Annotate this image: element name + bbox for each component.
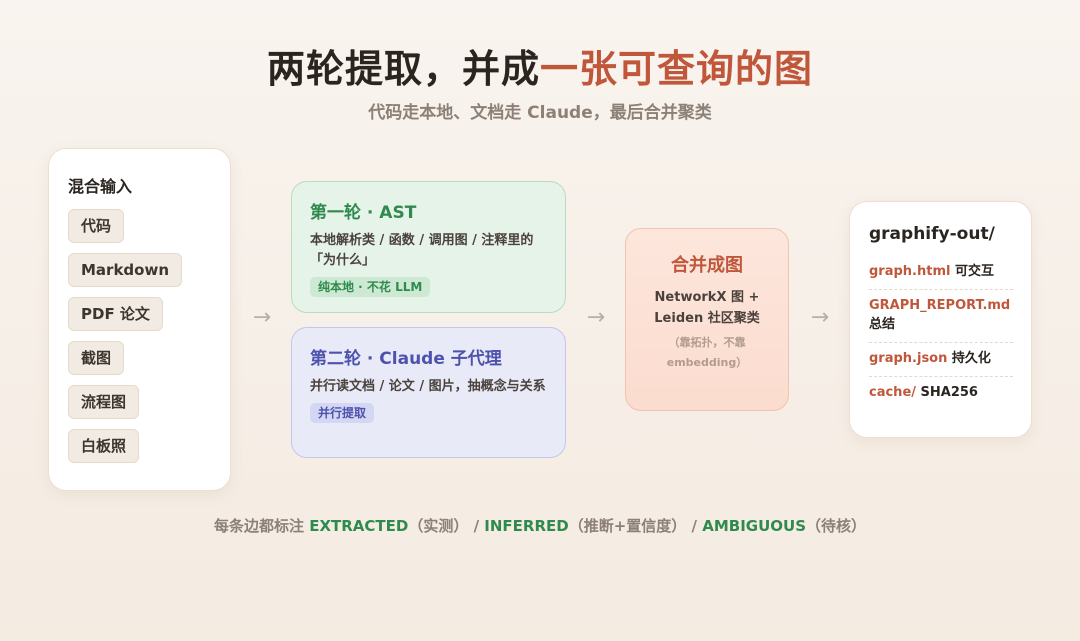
output-file-name: GRAPH_REPORT.md [869,298,1011,313]
input-chip-pdf: PDF 论文 [68,297,163,331]
note-ambiguous: （待核） [806,517,867,535]
input-chip-markdown: Markdown [68,253,183,287]
page-title: 两轮提取，并成一张可查询的图 [0,38,1080,93]
note-inferred: （推断+置信度） / [568,517,703,535]
output-card: graphify-out/ graph.html 可交互 GRAPH_REPOR… [849,201,1032,438]
output-file-desc: 持久化 [947,351,991,366]
footer-prefix: 每条边都标注 [213,517,310,535]
merge-box: 合并成图 NetworkX 图 + Leiden 社区聚类 （靠拓扑，不靠 em… [625,228,789,411]
note-extracted: （实测） / [408,517,485,535]
footer-legend: 每条边都标注 EXTRACTED（实测） / INFERRED（推断+置信度） … [0,515,1080,536]
output-file-name: graph.html [869,264,951,279]
page-subtitle: 代码走本地、文档走 Claude，最后合并聚类 [368,103,712,123]
output-file-desc: SHA256 [916,385,978,400]
round-one-title: 第一轮 · AST [310,203,417,223]
title-plain: 两轮提取，并成 [266,47,540,91]
round-two-desc: 并行读文档 / 论文 / 图片，抽概念与关系 [310,379,546,394]
arrow-right-icon: → [586,305,606,330]
title-accent: 一张可查询的图 [540,47,814,91]
label-extracted: EXTRACTED [309,517,409,535]
output-item: graph.json 持久化 [869,343,1013,377]
label-ambiguous: AMBIGUOUS [702,517,806,535]
merge-note: （靠拓扑，不靠 embedding） [666,336,748,369]
input-heading: 混合输入 [68,177,133,196]
output-file-name: cache/ [869,385,917,400]
round-one-tag: 纯本地 · 不花 LLM [310,277,431,297]
output-file-desc: 总结 [869,317,896,332]
round-two-tag: 并行提取 [310,403,375,423]
arrow-right-icon: → [252,305,272,330]
round-two-title: 第二轮 · Claude 子代理 [310,349,502,369]
output-item: graph.html 可交互 [869,256,1013,290]
output-file-name: graph.json [869,351,948,366]
round-one-desc: 本地解析类 / 函数 / 调用图 / 注释里的「为什么」 [310,233,534,268]
input-chip-screenshot: 截图 [68,341,125,375]
merge-title: 合并成图 [671,255,743,276]
output-heading: graphify-out/ [869,224,995,244]
output-item: GRAPH_REPORT.md 总结 [869,290,1013,343]
label-inferred: INFERRED [484,517,569,535]
input-chip-flowchart: 流程图 [68,385,140,419]
output-file-desc: 可交互 [950,264,994,279]
round-two-box: 第二轮 · Claude 子代理 并行读文档 / 论文 / 图片，抽概念与关系 … [291,327,566,458]
input-chip-whiteboard: 白板照 [68,429,140,463]
input-chip-code: 代码 [68,209,125,243]
output-item: cache/ SHA256 [869,377,1013,410]
round-one-box: 第一轮 · AST 本地解析类 / 函数 / 调用图 / 注释里的「为什么」 纯… [291,181,566,313]
merge-desc: NetworkX 图 + Leiden 社区聚类 [654,290,760,326]
input-card: 混合输入 代码 Markdown PDF 论文 截图 流程图 白板照 [48,148,231,491]
arrow-right-icon: → [810,305,830,330]
